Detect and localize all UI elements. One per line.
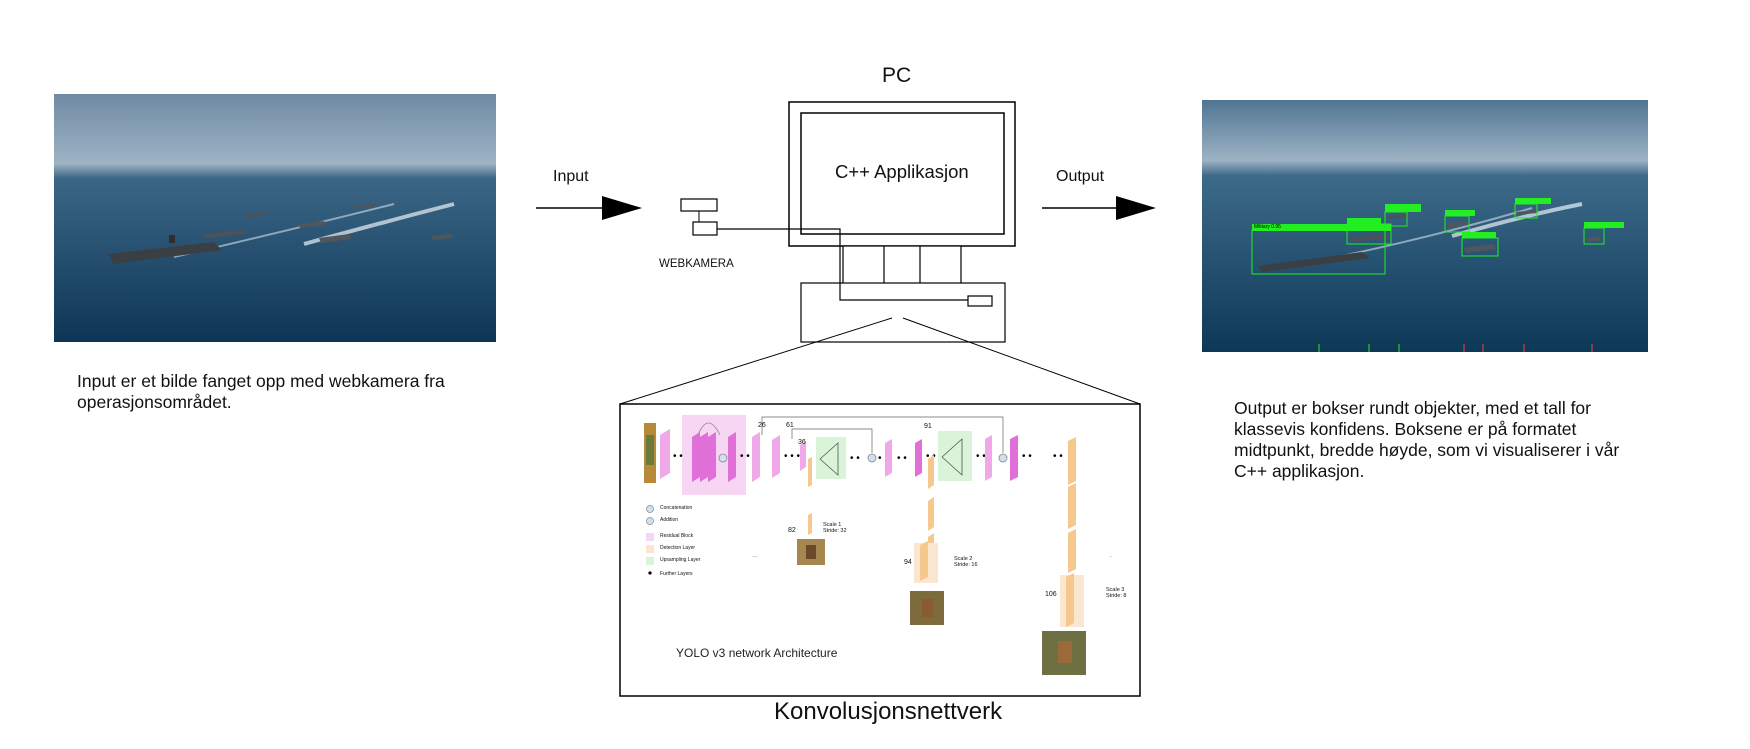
legend-addition: Addition (660, 517, 679, 523)
input-caption: Input er et bilde fanget opp med webkame… (77, 371, 445, 412)
yolo-title: YOLO v3 network Architecture (676, 646, 838, 660)
svg-text:• •: • • (673, 451, 683, 462)
output-caption: Output er bokser rundt objekter, med et … (1234, 398, 1620, 481)
output-image: Military 0.95 (1202, 100, 1648, 352)
layer-number: 61 (786, 422, 794, 429)
svg-text:•: • (878, 453, 882, 464)
yolo-diagram: • • • • • • • • • • • • • • • • • • (640, 415, 1130, 690)
app-label: C++ Applikasjon (835, 161, 969, 182)
svg-text:.: . (1110, 553, 1112, 559)
svg-text:• •: • • (850, 453, 860, 464)
legend-concatenation: Concatenation (660, 505, 693, 511)
input-arrow-label: Input (553, 168, 589, 185)
layer-number: 36 (798, 439, 806, 446)
input-image (54, 94, 496, 342)
layer-number: 26 (758, 422, 766, 429)
svg-text:• •: • • (740, 451, 750, 462)
svg-text:• •: • • (926, 451, 936, 462)
detection-label: Military 0.95 (1254, 224, 1281, 230)
svg-text:• •: • • (897, 453, 907, 464)
svg-text:• • •: • • • (784, 451, 801, 462)
svg-text:…: … (752, 553, 758, 559)
pc-title: PC (882, 64, 912, 87)
layer-number: 106 (1045, 591, 1057, 598)
layer-number: 91 (924, 423, 932, 430)
legend-upsampling-layer: Upsampling Layer (660, 557, 701, 563)
output-arrow-label: Output (1056, 168, 1105, 185)
layer-number: 79 (803, 439, 811, 446)
legend-further-layers: Further Layers (660, 571, 693, 577)
svg-text:• •: • • (976, 451, 986, 462)
layer-number: 82 (788, 527, 796, 534)
legend-detection-layer: Detection Layer (660, 545, 696, 551)
layer-number: 94 (904, 559, 912, 566)
legend-residual-block: Residual Block (660, 533, 694, 539)
svg-text:• •: • • (1022, 451, 1032, 462)
webcam-label: WEBKAMERA (659, 258, 734, 270)
svg-text:• •: • • (1053, 451, 1063, 462)
cnn-title: Konvolusjonsnettverk (774, 698, 1003, 725)
